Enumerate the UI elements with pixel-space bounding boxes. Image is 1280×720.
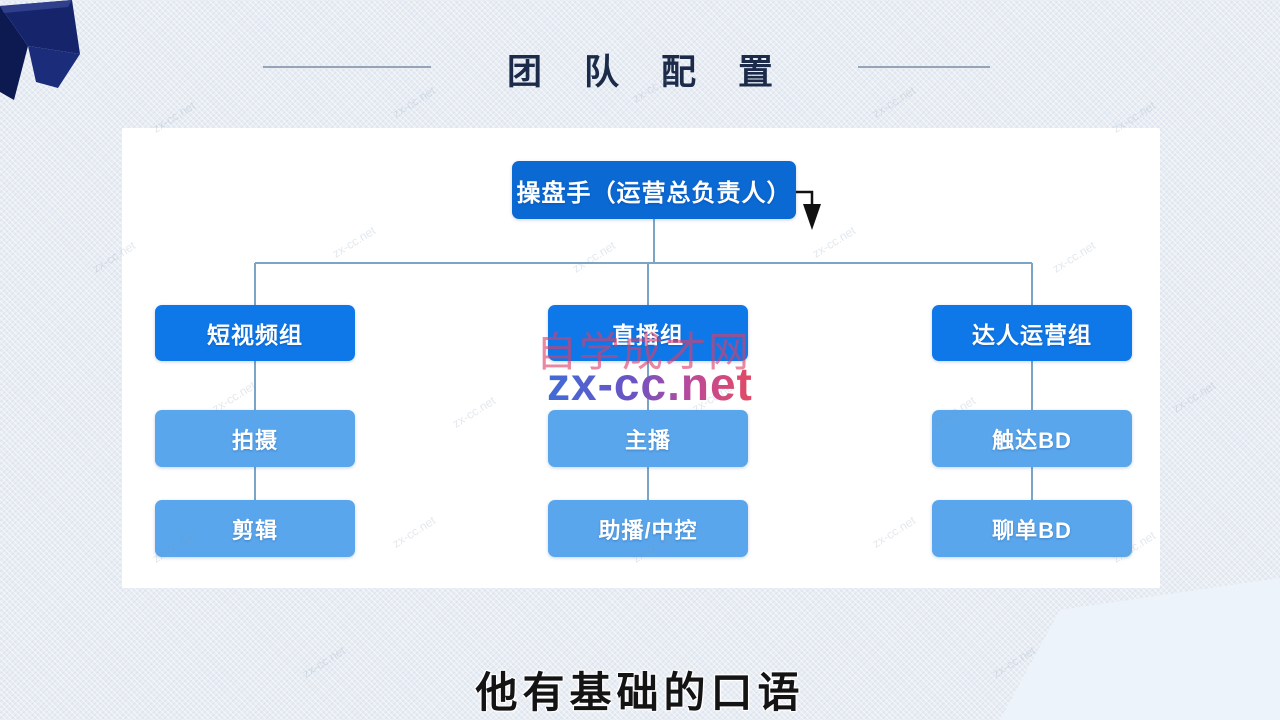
- tile-watermark: zx-cc.net: [1169, 378, 1219, 416]
- org-node-chat-bd: 聊单BD: [932, 500, 1132, 557]
- down-arrow-icon: [796, 190, 821, 230]
- video-subtitle: 他有基础的口语: [475, 668, 805, 717]
- org-node-group-short-video: 短视频组: [155, 305, 355, 361]
- org-node-reach-bd: 触达BD: [932, 410, 1132, 467]
- org-node-root: 操盘手（运营总负责人）: [512, 161, 796, 219]
- title-divider-left: [263, 66, 431, 68]
- org-node-group-livestream: 直播组: [548, 305, 748, 361]
- org-node-editing: 剪辑: [155, 500, 355, 557]
- org-node-co-host-control: 助播/中控: [548, 500, 748, 557]
- org-node-group-talent-ops: 达人运营组: [932, 305, 1132, 361]
- watermark-site-name: 自学成才网: [536, 328, 751, 376]
- watermark-domain: zx-cc.net: [547, 358, 753, 410]
- bottom-right-panel-decoration: [1000, 578, 1280, 720]
- page-title: 团队配置: [506, 52, 815, 93]
- org-node-shooting: 拍摄: [155, 410, 355, 467]
- org-node-host: 主播: [548, 410, 748, 467]
- title-divider-right: [858, 66, 990, 68]
- corner-ribbon-icon: [0, 0, 80, 100]
